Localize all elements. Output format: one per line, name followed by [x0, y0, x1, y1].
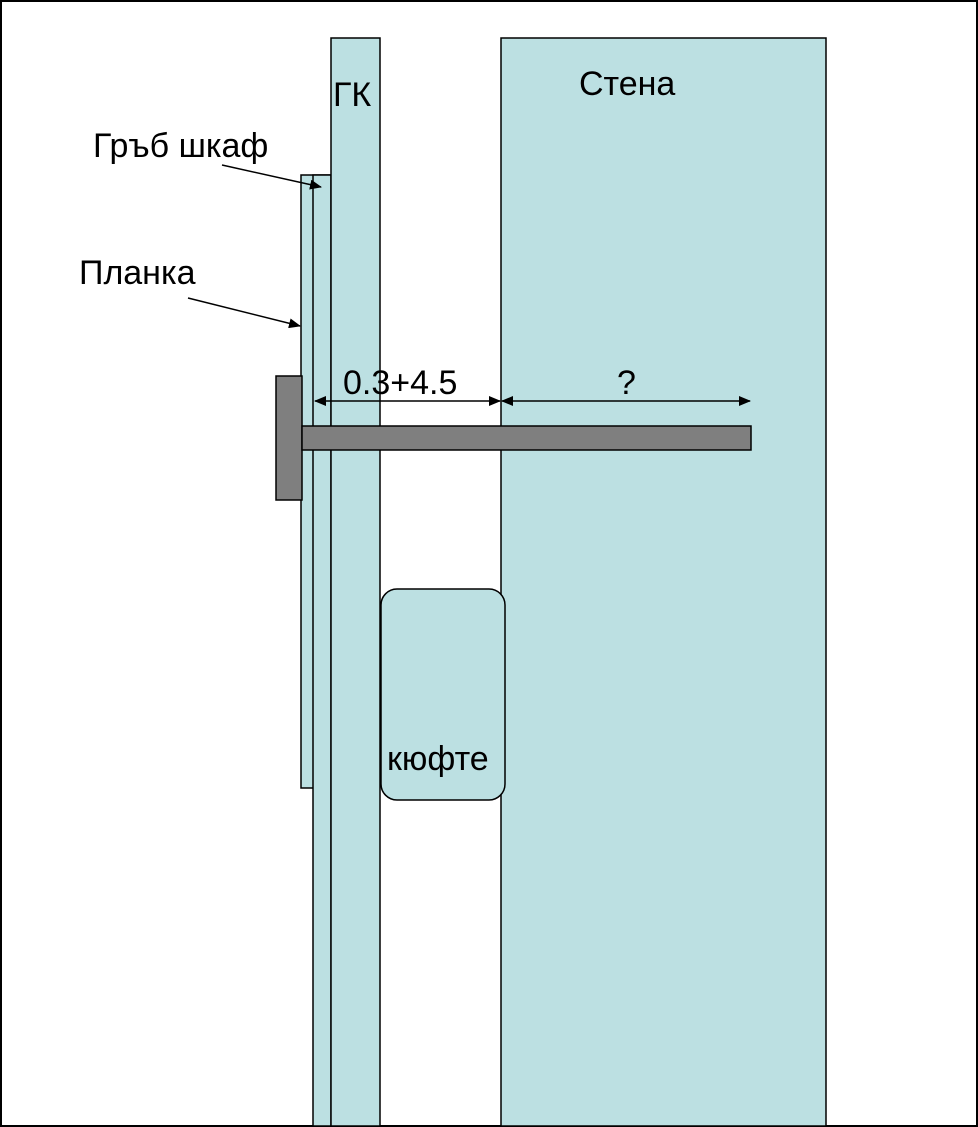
wall-label: Стена	[579, 65, 675, 103]
plug-block	[380, 588, 506, 801]
gk-label: ГК	[333, 76, 371, 114]
plank-leader-arrow	[187, 297, 301, 329]
gk-panel	[330, 37, 381, 1127]
dimension-left-label: 0.3+4.5	[343, 364, 457, 402]
rough-cabinet-label: Гръб шкаф	[93, 127, 268, 165]
plank-label: Планка	[79, 254, 196, 292]
dimension-right-label: ?	[617, 364, 636, 402]
rough-cabinet-leader-arrow	[221, 164, 322, 190]
rough-cabinet-panel	[312, 174, 332, 1127]
bolt-shaft	[301, 425, 752, 451]
plug-label: кюфте	[387, 740, 489, 778]
wall-block	[500, 37, 827, 1127]
bolt-head	[275, 375, 303, 501]
